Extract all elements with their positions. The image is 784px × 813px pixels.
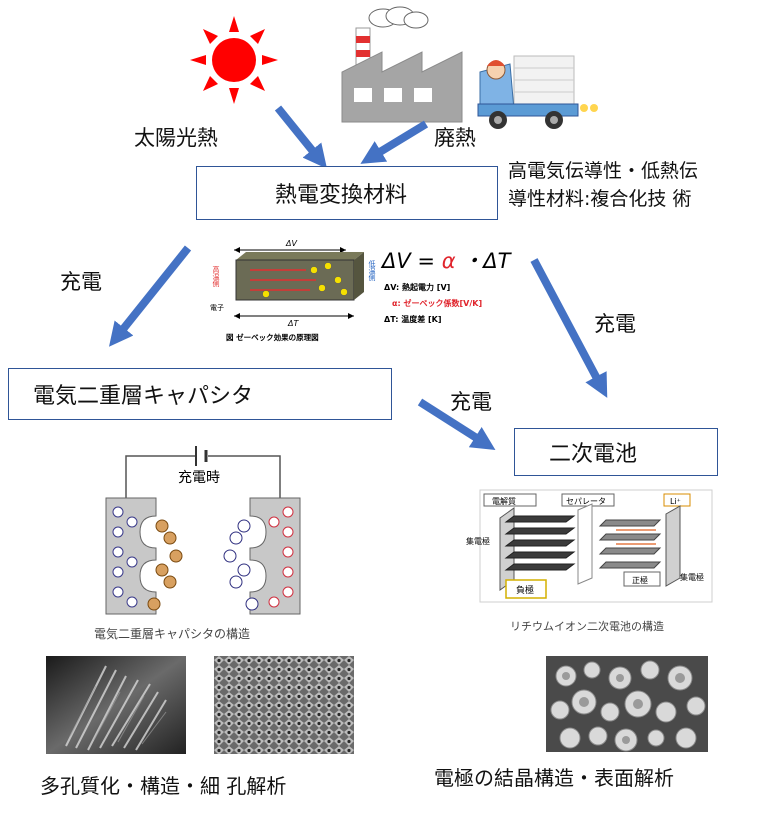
capacitor-charging-label: 充電時 (178, 470, 220, 486)
capacitor-caption: 電気二重層キャパシタの構造 (94, 626, 250, 641)
battery-li-ion: Li⁺ (670, 497, 681, 506)
seebeck-high-temp: 高温側 (212, 265, 220, 287)
formula-rhs: ・ΔT (456, 249, 513, 273)
arrow-waste-to-material (360, 120, 429, 164)
capacitor-structure-diagram: 充電時 電気二重層キャパシタの構造 (94, 446, 301, 641)
formula-alpha: α (442, 249, 456, 273)
bottom-left-caption: 多孔質化・構造・細 孔解析 (40, 774, 287, 798)
seebeck-dv-top: ΔV (285, 239, 297, 248)
sem-image-porous (214, 656, 354, 754)
waste-heat-label: 廃熱 (434, 126, 476, 150)
battery-negative: 負極 (516, 584, 534, 596)
battery-collector-right: 集電極 (680, 572, 704, 582)
seebeck-legend-v: ΔV: 熱起電力 [V] (384, 282, 450, 292)
seebeck-formula: ΔV = α ・ΔT (380, 249, 513, 273)
capacitor-box: 電気二重層キャパシタ (8, 368, 392, 420)
battery-structure-diagram: 電解質 セパレータ Li⁺ 集電極 集電極 負極 正極 リチウムイオン二次電池の… (466, 489, 713, 633)
material-note-line2: 導性材料:複合化技 術 (508, 188, 692, 210)
seebeck-legend-t: ΔT: 温度差 [K] (384, 314, 442, 324)
sun-icon (190, 16, 278, 104)
battery-positive: 正極 (632, 575, 648, 585)
seebeck-legend-a: α: ゼーベック係数[V/K] (392, 298, 482, 308)
factory-icon (341, 6, 463, 123)
material-note-line1: 高電気伝導性・低熱伝 (508, 160, 699, 182)
arrow-material-to-capacitor (109, 245, 192, 347)
seebeck-electron: 電子 (210, 304, 224, 312)
sem-image-fibrous (46, 656, 186, 754)
battery-separator: セパレータ (566, 497, 606, 506)
seebeck-low-temp: 低温側 (368, 259, 376, 281)
bottom-right-caption: 電極の結晶構造・表面解析 (434, 766, 674, 790)
charge-label-right: 充電 (594, 312, 636, 336)
formula-lhs: ΔV = (380, 249, 442, 273)
seebeck-diagram: ΔV ΔT 高温側 低温側 電子 図 ゼーベック効果の原理図 ΔV = α ・Δ… (210, 239, 513, 342)
arrow-material-to-battery (530, 258, 608, 398)
seebeck-dt-bottom: ΔT (287, 319, 299, 328)
material-box-label: 熱電変換材料 (275, 183, 408, 208)
arrow-solar-to-material (274, 105, 328, 169)
charge-label-left: 充電 (60, 270, 102, 294)
charge-label-middle: 充電 (450, 390, 492, 414)
battery-box: 二次電池 (514, 428, 718, 476)
arrow-capacitor-to-battery (417, 398, 496, 451)
seebeck-caption: 図 ゼーベック効果の原理図 (226, 332, 319, 342)
solar-heat-label: 太陽光熱 (134, 126, 218, 150)
sem-image-crystals (546, 656, 708, 752)
capacitor-box-label: 電気二重層キャパシタ (33, 384, 254, 409)
battery-caption: リチウムイオン二次電池の構造 (510, 619, 664, 633)
battery-collector-left: 集電極 (466, 536, 490, 546)
battery-electrolyte: 電解質 (492, 496, 516, 506)
truck-icon (474, 42, 608, 138)
thermoelectric-material-box: 熱電変換材料 (196, 166, 498, 220)
battery-box-label: 二次電池 (549, 442, 638, 467)
